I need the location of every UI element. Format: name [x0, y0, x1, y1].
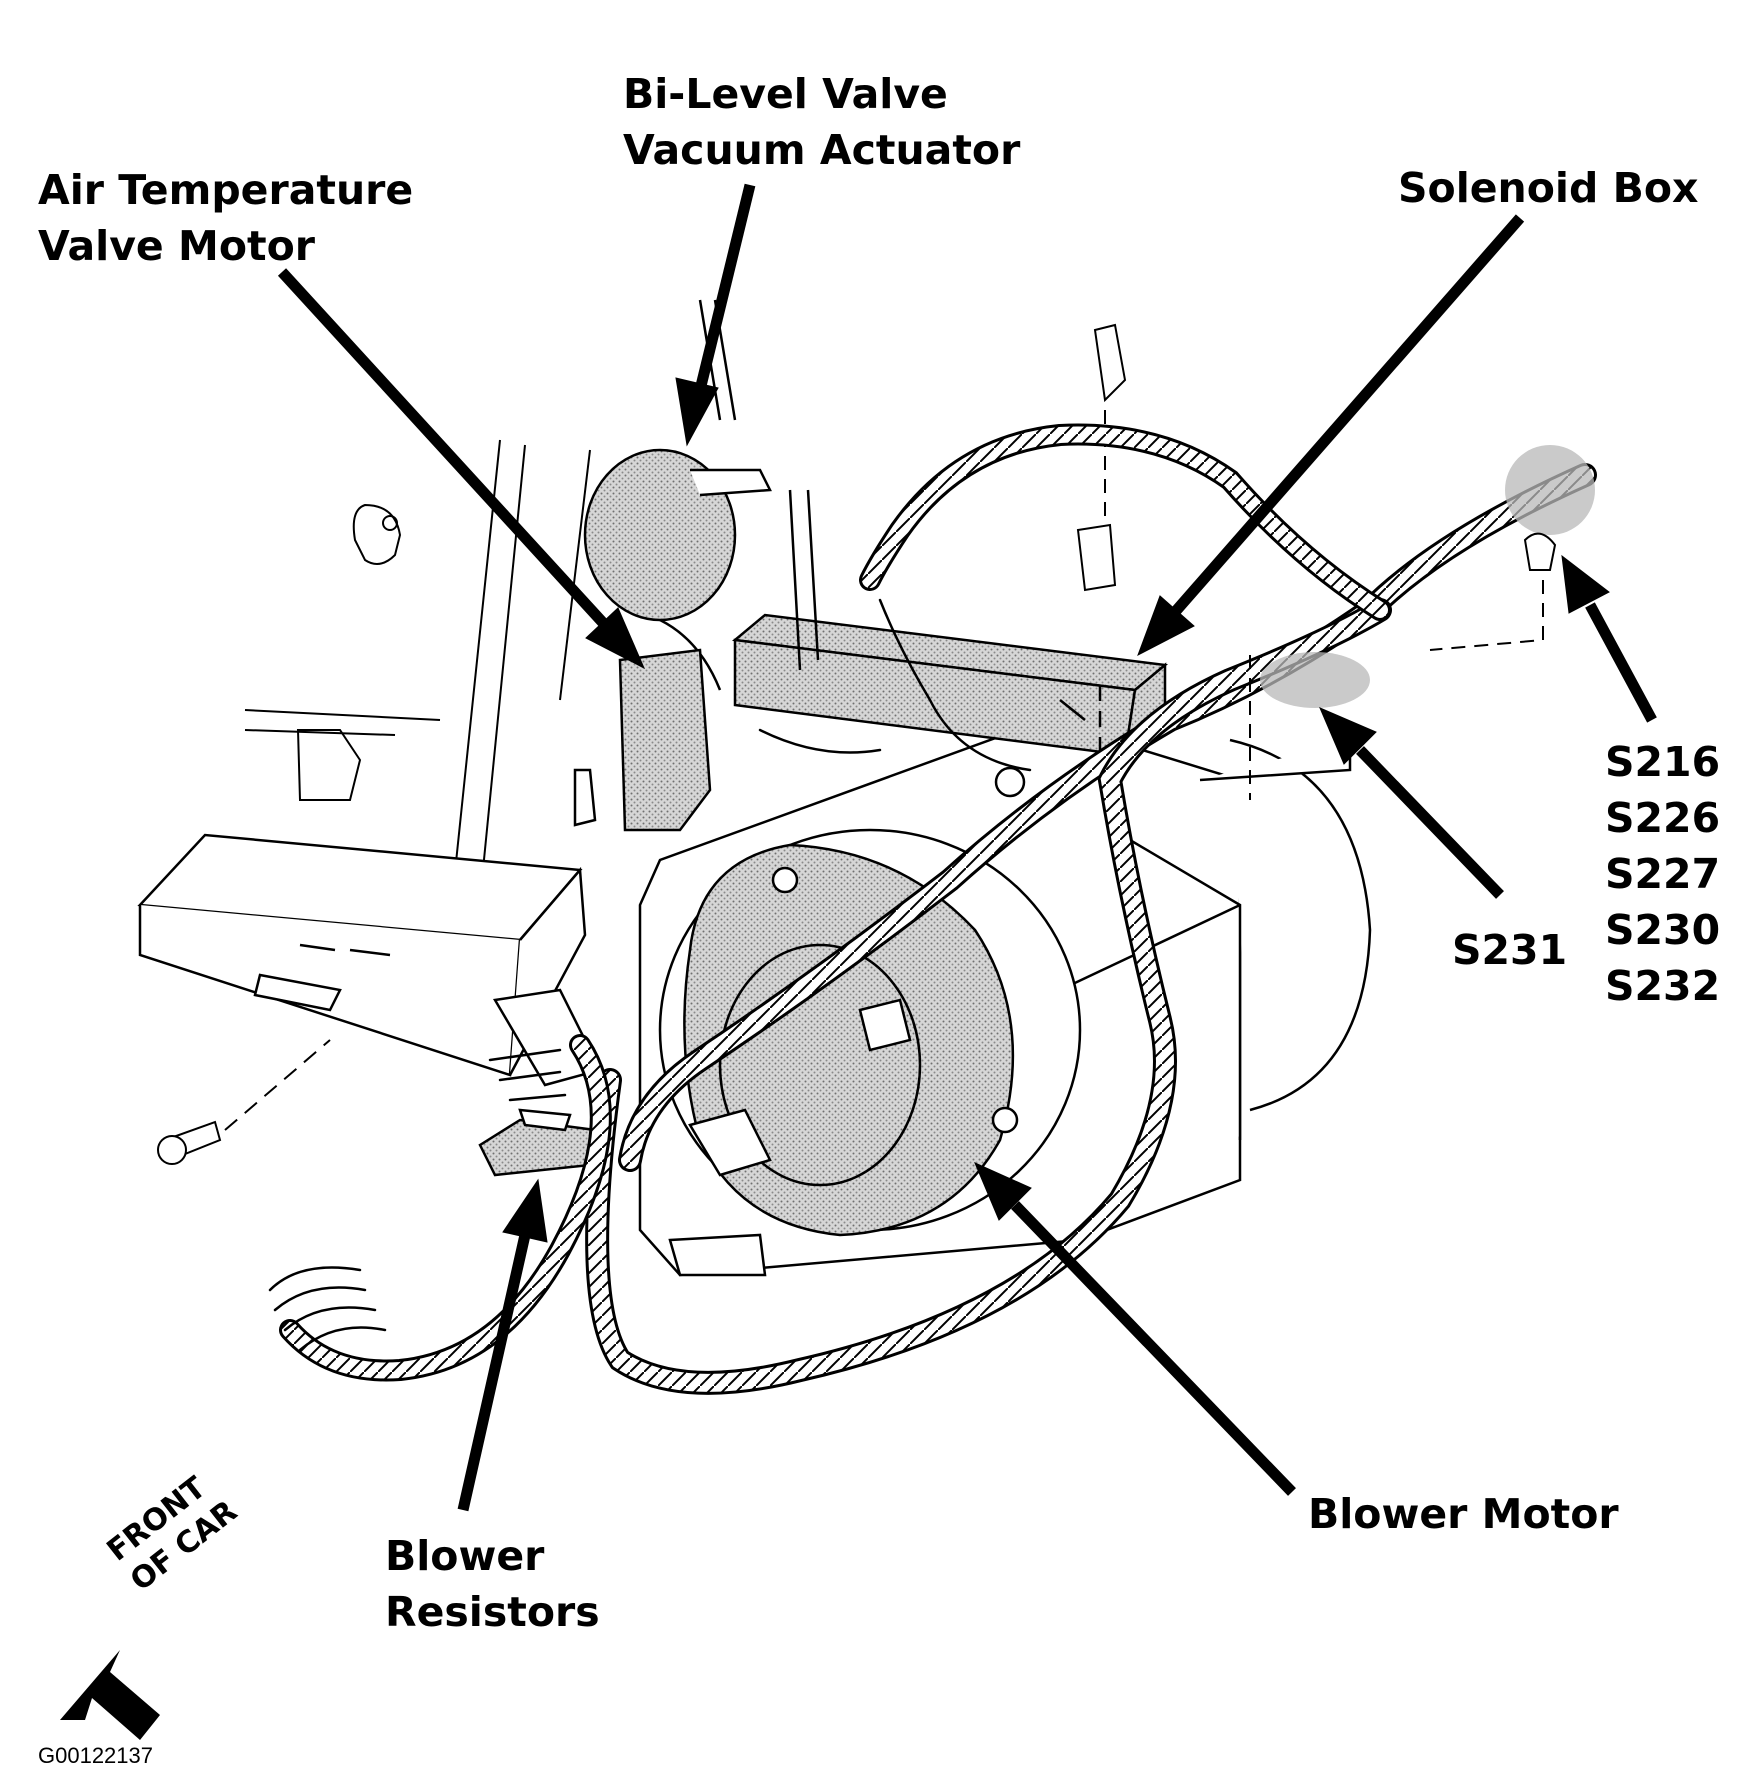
arrow-s231	[1319, 707, 1504, 899]
label-bilevel-valve-vacuum-actuator: Bi-Level Valve Vacuum Actuator	[623, 66, 1020, 178]
label-splice-s232: S232	[1605, 962, 1721, 1010]
label-splice-s226: S226	[1605, 794, 1721, 842]
arrow-blower-resistors	[457, 1178, 548, 1512]
splice-s231-area	[1260, 652, 1370, 708]
figure-code: G00122137	[38, 1743, 153, 1768]
module-box	[137, 833, 602, 1087]
label-blower-motor: Blower Motor	[1308, 1490, 1619, 1538]
label-blower-resistors: Blower Resistors	[385, 1528, 600, 1640]
label-airtemp-line1: Air Temperature	[38, 166, 414, 214]
splice-group-area	[1505, 445, 1595, 535]
label-bilevel-line2: Vacuum Actuator	[623, 126, 1021, 174]
wiring-harness	[268, 423, 1597, 1395]
label-splice-s216: S216	[1605, 738, 1721, 786]
mounting-bolt	[157, 1039, 331, 1165]
blower-resistors	[478, 1108, 597, 1177]
label-solenoid-box: Solenoid Box	[1398, 164, 1699, 212]
label-splice-list: S216 S226 S227 S230 S232	[1605, 734, 1720, 1014]
air-temp-valve-motor	[573, 648, 712, 832]
arrow-airtemp	[277, 268, 646, 670]
label-splice-s227: S227	[1605, 850, 1721, 898]
leader-arrows	[277, 183, 1657, 1512]
label-air-temperature-valve-motor: Air Temperature Valve Motor	[38, 162, 413, 274]
solenoid-connector	[1076, 323, 1127, 592]
arrow-splices	[1561, 554, 1657, 723]
label-blower-resistors-line2: Resistors	[385, 1588, 600, 1636]
label-blower-resistors-line1: Blower	[385, 1532, 545, 1580]
arrow-bilevel	[675, 183, 756, 447]
arrow-blower-motor	[974, 1162, 1296, 1496]
label-splice-s231: S231	[1452, 926, 1568, 974]
front-of-car-arrow	[60, 1650, 160, 1740]
body-panel	[244, 439, 591, 921]
label-bilevel-line1: Bi-Level Valve	[623, 70, 948, 118]
label-airtemp-line2: Valve Motor	[38, 222, 315, 270]
harness-clip	[1249, 532, 1557, 800]
label-splice-s230: S230	[1605, 906, 1721, 954]
arrow-solenoid	[1137, 214, 1525, 657]
